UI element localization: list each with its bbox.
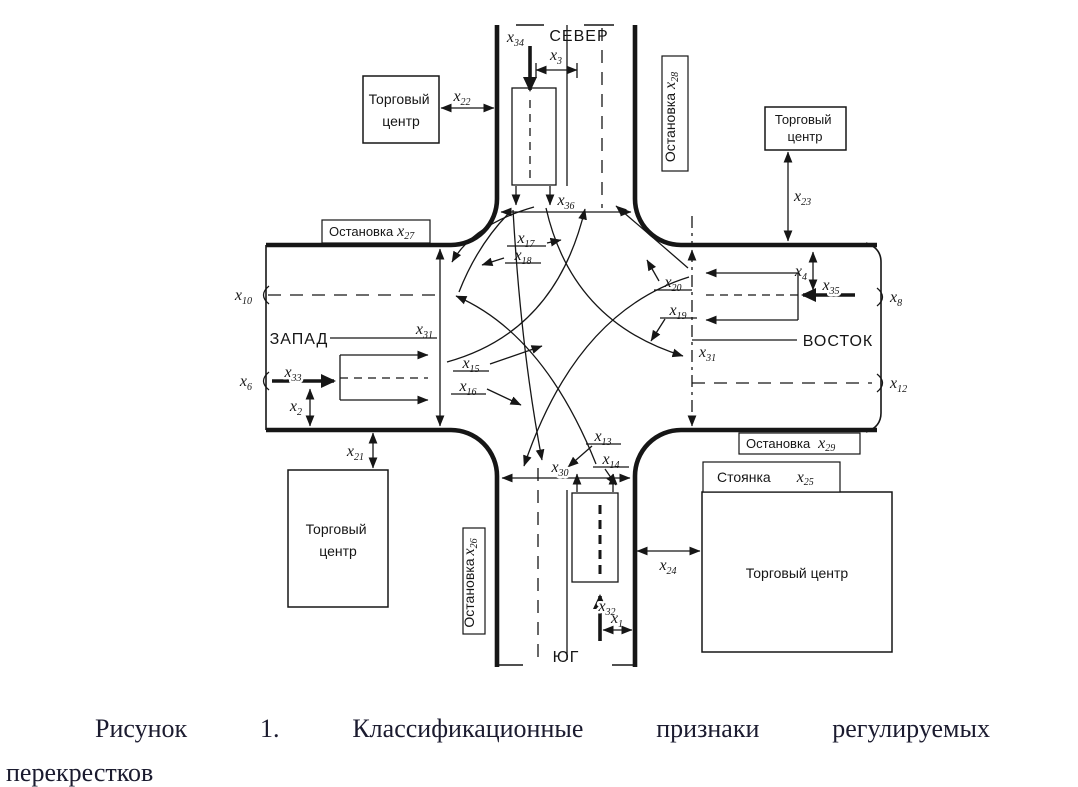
var-label-x15: x15 (461, 355, 479, 375)
road-edge-ne (632, 25, 877, 248)
buildings: Торговый центр Торговый центр Торговый ц… (287, 75, 893, 653)
parking-box (702, 461, 841, 493)
leader-lines (451, 237, 697, 486)
var-label-x36: x36 (556, 192, 574, 212)
road-end-east-bracket (865, 242, 882, 433)
direction-east: ВОСТОК (803, 333, 873, 350)
direction-west: ЗАПАД (270, 331, 329, 348)
leader-x15 (489, 345, 543, 365)
bus-stop-west-box (321, 219, 431, 244)
leader-x14 (604, 468, 617, 486)
building-se-label: Торговый центр (746, 565, 849, 581)
direction-south: ЮГ (553, 649, 580, 666)
var-label-x2: x2 (289, 398, 302, 418)
brace-x8 (876, 287, 884, 307)
bus-stop-north-box (661, 55, 689, 172)
bus-stop-east-box (738, 432, 861, 455)
direction-labels: СЕВЕР ЗАПАД ВОСТОК ЮГ (267, 28, 873, 666)
detector-box-south (571, 492, 619, 583)
var-label-x23: x23 (793, 188, 811, 208)
building-shopping-center-ne (764, 106, 847, 151)
var-label-x3: x3 (549, 47, 562, 67)
building-ne-label: Торговый центр (775, 112, 835, 144)
bus-stop-south-label: Остановкаx26 (461, 538, 480, 627)
leader-x13 (567, 445, 593, 468)
road-edge-se (632, 427, 877, 667)
turn-arc-ne (615, 205, 689, 269)
var-label-x16: x16 (458, 378, 476, 398)
road-outlines (265, 24, 882, 667)
var-label-x24: x24 (658, 557, 676, 577)
var-label-x31-east: x31 (698, 344, 716, 364)
var-label-x22: x22 (452, 88, 470, 108)
leader-x20 (646, 259, 660, 282)
direction-north: СЕВЕР (549, 28, 608, 45)
road-edge-sw (266, 427, 500, 667)
var-label-x31-west: x31 (415, 321, 433, 341)
var-label-x30: x30 (550, 459, 568, 479)
building-nw-label: Торговый центр (369, 91, 434, 129)
turn-arc-east-to-south (523, 276, 690, 467)
var-label-x21: x21 (346, 443, 364, 463)
var-label-x6: x6 (239, 373, 252, 393)
variable-labels: x34 x3 x22 x23 x36 x17 x18 x20 x19 x10 x… (234, 29, 907, 630)
caption-word: Рисунок (95, 714, 188, 743)
lane-markings (268, 25, 872, 663)
var-label-x34: x34 (506, 29, 524, 49)
bus-stop-south-box (462, 527, 486, 635)
brace-x12 (876, 373, 884, 393)
building-sw-label: Торговый центр (306, 521, 371, 559)
building-shopping-center-se (701, 491, 893, 653)
leader-x17 (546, 237, 562, 247)
brace-x10 (262, 285, 270, 305)
road-edge-nw (266, 25, 500, 248)
turning-trajectories (446, 205, 690, 467)
var-label-x20: x20 (663, 274, 681, 294)
building-shopping-center-nw (362, 75, 440, 144)
brace-x6 (262, 371, 270, 391)
var-label-x14: x14 (601, 451, 619, 471)
detector-box-north (511, 87, 557, 186)
intersection-diagram: Торговый центр Торговый центр Торговый ц… (234, 24, 907, 667)
leader-x18 (481, 257, 505, 267)
var-label-x33: x33 (283, 364, 301, 384)
building-shopping-center-sw (287, 469, 389, 608)
caption-word: 1. (259, 714, 280, 743)
var-label-x13: x13 (593, 428, 611, 448)
leader-x19 (650, 318, 666, 342)
caption-word: признаки (656, 714, 760, 743)
var-label-x4: x4 (794, 263, 807, 283)
dim-x3-ticks (535, 63, 578, 78)
traffic-flow-arrows (272, 46, 855, 641)
var-label-x10: x10 (234, 287, 252, 307)
var-label-x1: x1 (610, 610, 623, 630)
turn-arc-nw-inner (458, 213, 509, 293)
caption-word: регулируемых (832, 714, 990, 743)
turn-arc-north-to-east (545, 207, 684, 358)
caption-word: Классификационные (352, 714, 584, 743)
turn-arc-north-to-south (512, 209, 545, 461)
caption-line-1: Рисунок 1. Классификационные признаки ре… (95, 714, 990, 744)
var-label-x32: x32 (597, 598, 615, 618)
var-label-x17: x17 (516, 230, 535, 250)
turn-arc-west-to-north (446, 208, 587, 363)
detector-zones (339, 87, 799, 583)
caption-line-2: перекрестков (6, 758, 154, 787)
var-label-x8: x8 (889, 289, 902, 309)
leader-x16 (486, 388, 522, 406)
turn-arc-south-to-west (455, 295, 597, 465)
var-label-x35: x35 (821, 277, 839, 297)
var-label-x18: x18 (513, 247, 531, 267)
bus-stop-north-label: Остановкаx28 (662, 72, 681, 162)
var-label-x12: x12 (889, 375, 907, 395)
var-label-x19: x19 (668, 302, 686, 322)
figure-caption: Рисунок 1. Классификационные признаки ре… (0, 714, 1010, 787)
